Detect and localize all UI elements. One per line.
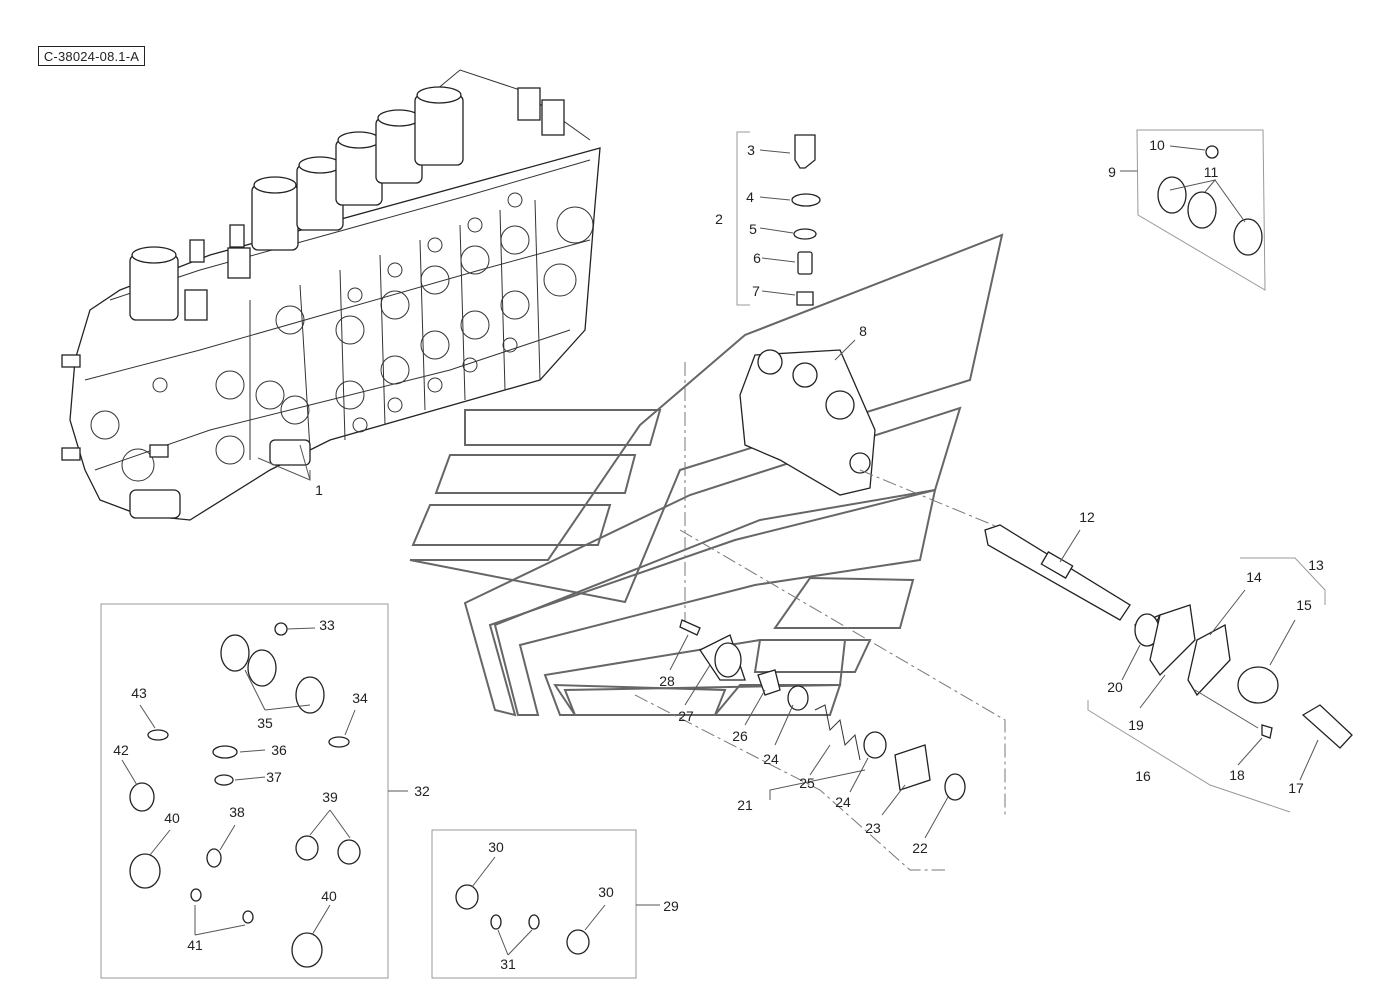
relief-cartridge-group xyxy=(679,619,966,801)
callout-7: 7 xyxy=(752,283,760,299)
callout-31: 31 xyxy=(500,956,516,972)
callout-3: 3 xyxy=(747,142,755,158)
callout-5: 5 xyxy=(749,221,757,237)
relief-valve-parts xyxy=(736,131,876,496)
callout-29: 29 xyxy=(663,898,679,914)
callout-14: 14 xyxy=(1246,569,1262,585)
callout-42: 42 xyxy=(113,742,129,758)
callout-13: 13 xyxy=(1308,557,1324,573)
reference-code-label: C-38024-08.1-A xyxy=(38,46,145,66)
callout-17: 17 xyxy=(1288,780,1304,796)
callout-26: 26 xyxy=(732,728,748,744)
callout-19: 19 xyxy=(1128,717,1144,733)
callout-41: 41 xyxy=(187,937,203,953)
seal-kit-9 xyxy=(1136,129,1266,291)
control-valve-assembly xyxy=(61,69,601,521)
callout-22: 22 xyxy=(912,840,928,856)
callout-27: 27 xyxy=(678,708,694,724)
callout-37: 37 xyxy=(266,769,282,785)
seal-kit-29 xyxy=(431,829,637,979)
callout-33: 33 xyxy=(319,617,335,633)
leader-lines xyxy=(121,145,1319,956)
callout-15: 15 xyxy=(1296,597,1312,613)
callout-16: 16 xyxy=(1135,768,1151,784)
callout-23: 23 xyxy=(865,820,881,836)
callout-6: 6 xyxy=(753,250,761,266)
callout-1: 1 xyxy=(315,482,323,498)
callout-18: 18 xyxy=(1229,767,1245,783)
callout-labels: 1 2 3 4 5 6 7 8 9 10 11 12 13 14 15 16 1… xyxy=(113,137,1324,972)
callout-24b: 24 xyxy=(835,794,851,810)
callout-30a: 30 xyxy=(488,839,504,855)
callout-34: 34 xyxy=(352,690,368,706)
callout-36: 36 xyxy=(271,742,287,758)
callout-38: 38 xyxy=(229,804,245,820)
callout-12: 12 xyxy=(1079,509,1095,525)
seal-kit-32 xyxy=(100,603,389,979)
callout-11: 11 xyxy=(1204,164,1219,180)
spool-group xyxy=(984,524,1353,813)
callout-20: 20 xyxy=(1107,679,1123,695)
callout-30b: 30 xyxy=(598,884,614,900)
assembly-flow-arrows xyxy=(409,233,1004,717)
callout-40b: 40 xyxy=(321,888,337,904)
callout-24a: 24 xyxy=(763,751,779,767)
callout-43: 43 xyxy=(131,685,147,701)
callout-28: 28 xyxy=(659,673,675,689)
callout-35: 35 xyxy=(257,715,273,731)
callout-25: 25 xyxy=(799,775,815,791)
callout-2: 2 xyxy=(715,211,723,227)
callout-32: 32 xyxy=(414,783,430,799)
callout-39: 39 xyxy=(322,789,338,805)
callout-4: 4 xyxy=(746,189,754,205)
callout-21: 21 xyxy=(737,797,753,813)
callout-10: 10 xyxy=(1149,137,1165,153)
callout-40a: 40 xyxy=(164,810,180,826)
callout-9: 9 xyxy=(1108,164,1116,180)
callout-8: 8 xyxy=(859,323,867,339)
